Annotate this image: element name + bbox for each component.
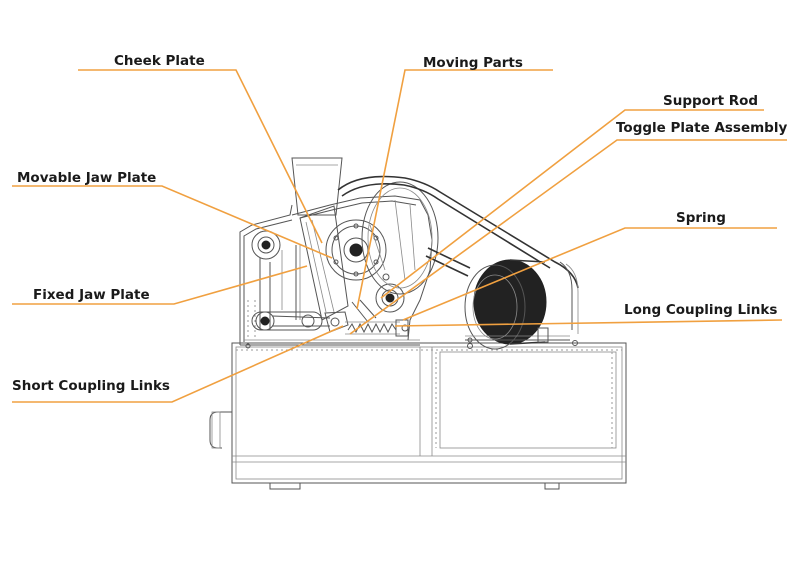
label-spring: Spring xyxy=(676,210,726,226)
drive-belt xyxy=(337,175,579,334)
leader-toggle-plate xyxy=(349,139,787,335)
eccentric-shaft-housing xyxy=(325,219,387,281)
leader-cheek-plate xyxy=(78,69,323,244)
label-long-coupling-links: Long Coupling Links xyxy=(624,302,778,318)
motor-pulley xyxy=(464,259,547,350)
leader-short-coupling xyxy=(12,325,344,403)
label-toggle-plate-assembly: Toggle Plate Assembly xyxy=(616,120,788,136)
label-moving-parts: Moving Parts xyxy=(423,55,523,71)
label-short-coupling-links: Short Coupling Links xyxy=(12,378,170,394)
leader-long-coupling xyxy=(394,319,783,327)
jaw-crusher-drawing xyxy=(209,157,627,490)
leader-fixed-jaw xyxy=(12,265,308,305)
movable-jaw xyxy=(299,205,349,321)
leader-support-rod xyxy=(380,109,764,299)
label-support-rod: Support Rod xyxy=(663,93,759,109)
main-flywheel xyxy=(361,181,439,295)
base-cabinet xyxy=(209,340,627,490)
spring-and-toggle xyxy=(345,299,409,337)
label-cheek-plate: Cheek Plate xyxy=(114,53,205,69)
lower-link-mechanism xyxy=(251,311,349,333)
crusher-frame xyxy=(239,157,433,346)
leader-movable-jaw xyxy=(12,185,333,259)
label-movable-jaw-plate: Movable Jaw Plate xyxy=(17,170,157,186)
leader-moving-parts xyxy=(356,69,553,310)
motor-support xyxy=(465,327,570,343)
left-pulley xyxy=(251,230,281,260)
lower-pulley xyxy=(375,273,405,313)
leader-spring xyxy=(402,227,777,321)
label-fixed-jaw-plate: Fixed Jaw Plate xyxy=(33,287,150,303)
leader-lines xyxy=(12,69,787,403)
